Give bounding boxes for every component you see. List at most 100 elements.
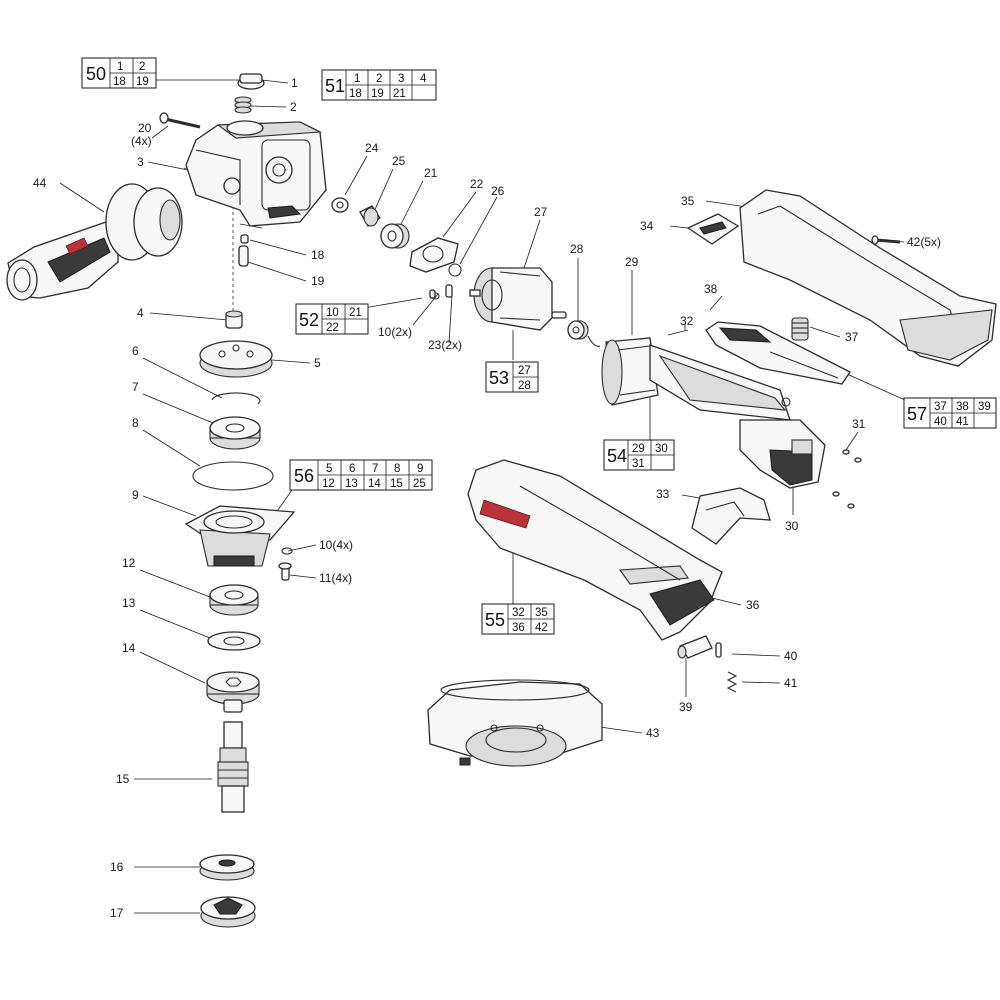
kit-51-cell: 3: [398, 73, 404, 85]
callout-3: 3: [137, 155, 144, 169]
kit-56-cell: 5: [326, 463, 332, 475]
callout-labels: 1 2 20 (4x) 3 44 18 19 4 5 6 7 8 9 10(4x…: [33, 76, 941, 920]
kit-57-cell: 38: [956, 401, 969, 413]
callout-2: 2: [290, 100, 297, 114]
part-20-screw: [159, 112, 201, 129]
leader-lines: [59, 79, 906, 914]
part-15-spindle: [217, 721, 249, 813]
callout-31: 31: [852, 417, 866, 431]
kit-51-cell: 18: [349, 88, 362, 100]
callout-34: 34: [640, 219, 654, 233]
part-11-screw: [278, 562, 292, 581]
part-43-guard: [427, 679, 603, 767]
part-9-spindle-housing: [184, 505, 296, 567]
part-24-nut: [331, 197, 349, 213]
callout-13: 13: [122, 596, 136, 610]
kit-57-cell: 39: [978, 401, 991, 413]
callout-40: 40: [784, 649, 798, 663]
callout-41: 41: [784, 676, 798, 690]
kit-56-cell: 7: [372, 463, 378, 475]
part-27-armature: [469, 267, 567, 331]
kit-52-cell: 22: [326, 322, 339, 334]
part-38-paddle-trigger: [705, 321, 851, 385]
kit-52-number: 52: [299, 310, 319, 330]
kit-55-cell: 36: [512, 622, 525, 634]
kit-57-cell: 40: [934, 416, 947, 428]
part-drawings: [6, 73, 997, 928]
kit-57-cell: 41: [956, 416, 969, 428]
kit-53-number: 53: [489, 368, 509, 388]
callout-25: 25: [392, 154, 406, 168]
kit-56-number: 56: [294, 466, 314, 486]
callout-42-5x: 42(5x): [907, 235, 941, 249]
part-25-pinion: [359, 205, 381, 227]
callout-8: 8: [132, 416, 139, 430]
kit-51-cell: 19: [371, 88, 384, 100]
kit-55-cell: 32: [512, 607, 525, 619]
part-17-quick-nut: [200, 896, 256, 928]
kit-56-cell: 6: [349, 463, 355, 475]
kit-54-cell: 29: [632, 443, 645, 455]
callout-36: 36: [746, 598, 760, 612]
callout-30: 30: [785, 519, 799, 533]
kit-56-cell: 9: [417, 463, 423, 475]
kit-57-number: 57: [907, 404, 927, 424]
kit-53-cell: 28: [518, 380, 531, 392]
callout-7: 7: [132, 380, 139, 394]
callout-17: 17: [110, 906, 124, 920]
callout-10-2x: 10(2x): [378, 325, 412, 339]
part-42-screw: [871, 235, 901, 245]
part-21-bearing: [380, 223, 410, 249]
callout-23-2x: 23(2x): [428, 338, 462, 352]
callout-18: 18: [311, 248, 325, 262]
callout-15: 15: [116, 772, 130, 786]
callout-35: 35: [681, 194, 695, 208]
part-36-motor-housing: [467, 459, 723, 641]
part-3-gear-housing: [185, 120, 327, 227]
part-26-ring: [448, 263, 462, 277]
callout-19: 19: [311, 274, 325, 288]
part-40-pin: [715, 642, 722, 658]
kit-50-cell: 19: [136, 76, 149, 88]
part-19-pin: [238, 245, 249, 267]
part-22-baffle: [409, 237, 459, 273]
kit-54-cell: 30: [655, 443, 668, 455]
kit-51-number: 51: [325, 76, 345, 96]
part-35-housing-half: [739, 189, 997, 367]
kit-50: 50 1 2 18 19: [81, 57, 157, 89]
part-16-flange-nut: [199, 854, 255, 881]
kit-51-cell: 21: [393, 88, 406, 100]
kit-57-cell: 37: [934, 401, 947, 413]
part-5-plate: [199, 340, 273, 378]
callout-38: 38: [704, 282, 718, 296]
callout-4: 4: [137, 306, 144, 320]
kit-52-cell: 10: [326, 307, 339, 319]
part-31-screws: [832, 449, 862, 509]
callout-6: 6: [132, 344, 139, 358]
kit-55-number: 55: [485, 610, 505, 630]
kit-53: 53 27 28: [485, 361, 539, 393]
kit-50-number: 50: [86, 64, 106, 84]
part-41-spring: [726, 671, 738, 693]
callout-27: 27: [534, 205, 548, 219]
callout-10-4x: 10(4x): [319, 538, 353, 552]
kit-56-cell: 25: [413, 478, 426, 490]
kit-50-cell: 1: [117, 61, 123, 73]
callout-24: 24: [365, 141, 379, 155]
part-39-lock-lever: [677, 635, 713, 659]
callout-39: 39: [679, 700, 693, 714]
callout-21: 21: [424, 166, 438, 180]
kit-56-cell: 14: [368, 478, 381, 490]
kit-56-cell: 8: [394, 463, 400, 475]
part-23-screws: [429, 284, 453, 299]
part-13-washer: [207, 631, 261, 651]
kit-51-cell: 4: [420, 73, 427, 85]
kit-51: 51 1 2 3 4 18 19 21: [321, 69, 437, 101]
part-8-o-ring: [192, 461, 274, 491]
kit-55-cell: 42: [535, 622, 548, 634]
kit-54-cell: 31: [632, 458, 645, 470]
part-10-washer: [281, 547, 293, 555]
part-12-bearing: [209, 584, 259, 616]
part-32-switch-assembly: [649, 344, 791, 421]
